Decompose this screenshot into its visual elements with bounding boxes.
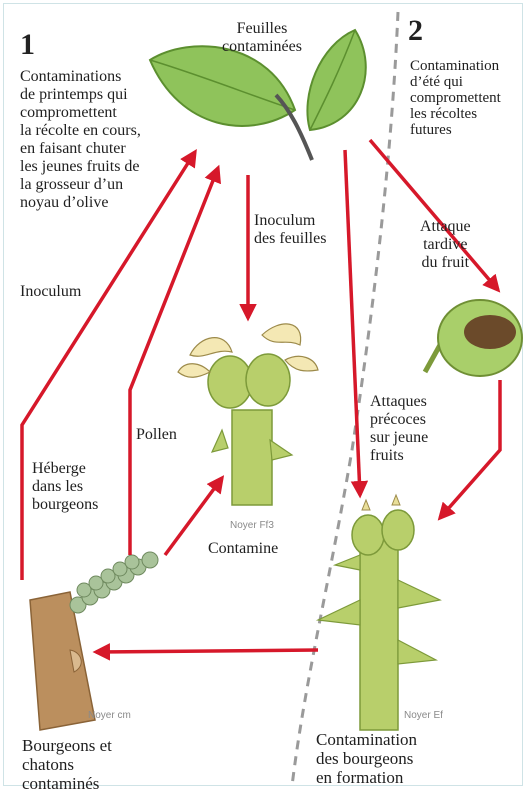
section-number-1: 1	[20, 30, 35, 60]
section-number-2: 2	[408, 16, 423, 46]
label-pollen: Pollen	[136, 426, 177, 444]
forming-bud-illustration	[318, 495, 440, 730]
arrow-bud-to-twig	[96, 650, 318, 652]
leaf-left	[150, 46, 295, 126]
label-hosted-in-buds: Héberge dans les bourgeons	[32, 460, 98, 514]
leaf-right	[307, 30, 365, 130]
arrow-fruit-to-bud	[440, 380, 500, 518]
arrow-pollen-up	[130, 168, 218, 555]
label-contaminates: Contamine	[208, 540, 278, 558]
spring-contamination-description: Contaminations de printemps qui comprome…	[20, 68, 141, 212]
female-flower-illustration	[178, 324, 318, 505]
label-late-fruit-attack: Attaque tardive du fruit	[420, 218, 471, 272]
label-contaminated-leaves: Feuilles contaminées	[222, 20, 302, 56]
label-buds-and-catkins: Bourgeons et chatons contaminés	[22, 736, 112, 793]
caption-bud: Noyer Ef	[404, 710, 443, 721]
arrow-inoculum-up	[22, 152, 195, 580]
label-inoculum: Inoculum	[20, 283, 81, 301]
caption-catkin: Noyer cm	[88, 710, 131, 721]
catkin	[70, 552, 158, 613]
infected-fruit-illustration	[425, 300, 522, 376]
label-early-attacks: Attaques précoces sur jeune fruits	[370, 393, 428, 465]
summer-contamination-description: Contamination d’été qui compromettent le…	[410, 58, 522, 138]
twig-catkin-illustration	[30, 552, 158, 730]
label-bud-contamination: Contamination des bourgeons en formation	[316, 730, 417, 787]
caption-flower: Noyer Ff3	[230, 520, 274, 531]
label-leaf-inoculum: Inoculum des feuilles	[254, 212, 326, 248]
